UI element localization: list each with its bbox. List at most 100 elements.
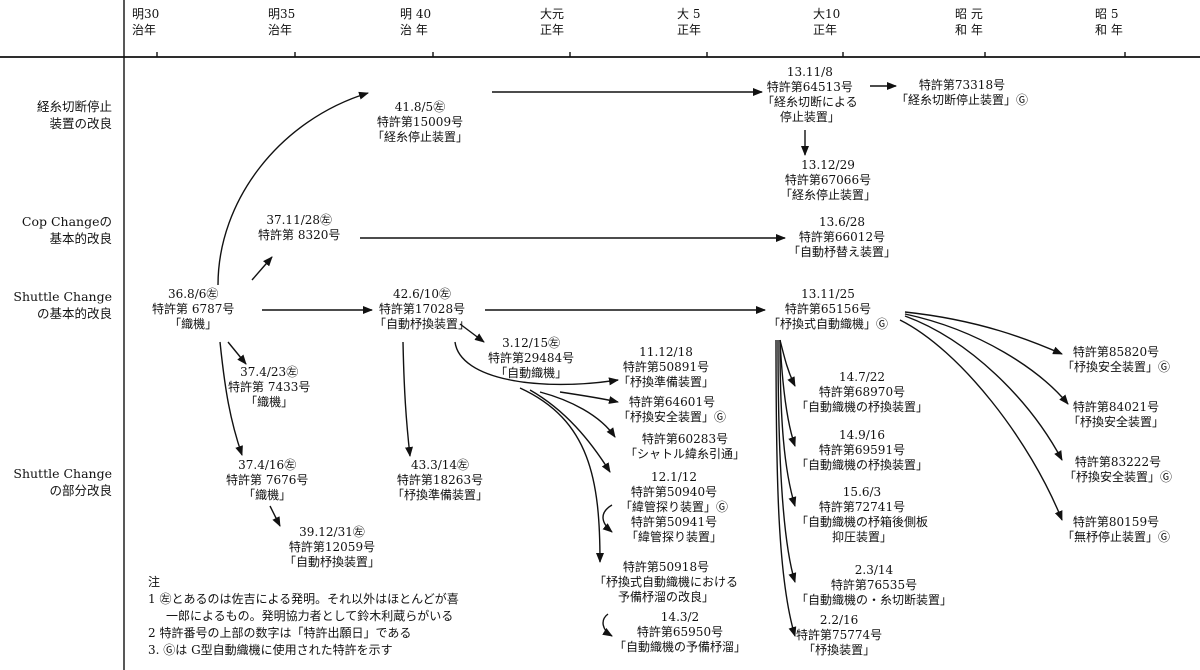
row-label-shuttle-change-basic: Shuttle Change の基本的改良 <box>0 288 112 322</box>
patent-node-line: 特許第66012号 <box>798 230 886 244</box>
patent-node-line: 14.3/2 <box>660 610 700 624</box>
patent-node-line: 特許第12059号 <box>288 540 376 554</box>
patent-node-line: 「自動杼換装置」 <box>374 317 471 331</box>
patent-node-line: 「自動杼替え装置」 <box>788 245 897 259</box>
patent-node-line: 「織機」 <box>245 395 294 409</box>
patent-node-line: 37.11/28㊧ <box>266 213 333 227</box>
row-label-line: の基本的改良 <box>36 306 112 321</box>
note-item: 2 特許番号の上部の数字は「特許出願日」である <box>148 626 412 640</box>
patent-node-60283: 特許第60283号「シャトル緯糸引通」 <box>625 432 745 462</box>
patent-node-15009: 41.8/5㊧特許第15009号「経糸停止装置」 <box>372 100 468 145</box>
patent-node-6787: 36.8/6㊧特許第 6787号「織機」 <box>152 287 234 332</box>
patent-node-line: 特許第29484号 <box>488 351 575 365</box>
note-item: 3. Ⓖは G型自動織機に使用された特許を示す <box>148 643 393 657</box>
row-label-line: Shuttle Change <box>13 289 112 304</box>
patent-node-line: 特許第60283号 <box>641 432 729 446</box>
patent-node-7433: 37.4/23㊧特許第 7433号「織機」 <box>228 365 310 410</box>
patent-node-line: 特許第 6787号 <box>152 302 235 316</box>
patent-node-line: 2.3/14 <box>854 563 894 577</box>
patent-node-line: 「織機」 <box>243 488 292 502</box>
patent-node-line: 2.2/16 <box>819 613 859 627</box>
timeline-label-line: 和 年 <box>1095 23 1123 37</box>
patent-node-line: 「自動織機の杼箱後側板 <box>796 515 929 529</box>
patent-node-line: 「経糸停止装置」 <box>372 130 469 144</box>
patent-node-line: 特許第67066号 <box>784 173 872 187</box>
patent-node-line: 特許第 7676号 <box>226 473 309 487</box>
patent-node-64601: 特許第64601号「杼換安全装置」Ⓖ <box>618 395 726 425</box>
timeline-ticks <box>156 52 1126 57</box>
note-item: 一郎によるもの。発明協力者として鈴木利蔵らがいる <box>166 609 454 623</box>
patent-node-line: 特許第72741号 <box>818 500 906 514</box>
patent-node-line: 「織機」 <box>169 317 218 331</box>
patent-node-line: 特許第85820号 <box>1072 345 1160 359</box>
patent-node-line: 「経糸切断による <box>762 95 858 109</box>
patent-node-80159: 特許第80159号「無杼停止装置」Ⓖ <box>1062 515 1170 545</box>
patent-node-line: 「経糸切断停止装置」Ⓖ <box>896 93 1029 107</box>
patent-node-line: 「杼換安全装置」Ⓖ <box>618 410 727 424</box>
patent-node-line: 37.4/16㊧ <box>238 458 297 472</box>
patent-node-8320: 37.11/28㊧特許第 8320号 <box>258 213 340 243</box>
patent-node-line: 特許第64601号 <box>628 395 716 409</box>
patent-node-line: 特許第75774号 <box>796 628 883 642</box>
patent-node-line: 予備杼溜の改良」 <box>618 590 715 604</box>
patent-node-line: 「無杼停止装置」Ⓖ <box>1062 530 1171 544</box>
patent-node-83222: 特許第83222号「杼換安全装置」Ⓖ <box>1064 455 1172 485</box>
patent-node-line: 「自動織機の予備杼溜」 <box>614 640 747 654</box>
patent-node-line: 41.8/5㊧ <box>394 100 446 114</box>
patent-node-line: 「経糸停止装置」 <box>780 188 877 202</box>
timeline-label: 昭 元和 年 <box>955 6 983 38</box>
patent-node-line: 「自動杼換装置」 <box>284 555 381 569</box>
patent-node-line: 「杼換安全装置」Ⓖ <box>1062 360 1171 374</box>
timeline-label-line: 正年 <box>677 23 702 37</box>
patent-node-line: 特許第50918号 <box>622 560 710 574</box>
patent-node-84021: 特許第84021号「杼換安全装置」 <box>1068 400 1164 430</box>
patent-node-line: 停止装置」 <box>779 110 840 124</box>
timeline-label-line: 昭 5 <box>1095 7 1119 21</box>
patent-node-line: 「杼換式自動織機」Ⓖ <box>768 317 889 331</box>
patent-node-line: 特許第 8320号 <box>258 228 341 242</box>
patent-node-line: 11.12/18 <box>639 345 693 359</box>
timeline-label: 大元正年 <box>540 6 564 38</box>
timeline-label-line: 昭 元 <box>955 7 983 21</box>
patent-node-line: 42.6/10㊧ <box>392 287 452 301</box>
patent-node-line: 特許第83222号 <box>1074 455 1162 469</box>
patent-node-line: 特許第84021号 <box>1072 400 1160 414</box>
timeline-label-line: 治年 <box>132 23 157 37</box>
timeline-label-line: 明 40 <box>400 7 432 21</box>
patent-node-line: 13.11/25 <box>801 287 855 301</box>
patent-node-line: 「自動織機の杼換装置」 <box>796 458 929 472</box>
row-label-warp-stop: 経糸切断停止装置の改良 <box>0 98 112 132</box>
row-label-line: 装置の改良 <box>49 116 112 131</box>
row-label-cop-change: Cop Changeの基本的改良 <box>0 213 112 247</box>
patent-node-line: 「自動織機」 <box>495 366 568 380</box>
patent-node-line: 特許第 7433号 <box>228 380 311 394</box>
patent-node-line: 3.12/15㊧ <box>502 336 561 350</box>
arrows <box>217 82 1069 637</box>
patent-node-line: 「自動織機の杼換装置」 <box>796 400 929 414</box>
notes-title: 注 <box>148 575 161 589</box>
patent-node-line: 特許第50941号 <box>630 515 718 529</box>
patent-node-line: 43.3/14㊧ <box>410 458 470 472</box>
patent-node-line: 37.4/23㊧ <box>240 365 299 379</box>
patent-node-50918: 特許第50918号「杼換式自動織機における予備杼溜の改良」 <box>594 560 738 605</box>
row-label-line: Cop Changeの <box>21 214 112 229</box>
row-label-line: Shuttle Change <box>13 466 112 481</box>
patent-node-12059: 39.12/31㊧特許第12059号「自動杼換装置」 <box>284 525 380 570</box>
row-label-line: の部分改良 <box>49 483 112 498</box>
patent-node-29484: 3.12/15㊧特許第29484号「自動織機」 <box>488 336 574 381</box>
patent-node-line: 特許第80159号 <box>1072 515 1160 529</box>
